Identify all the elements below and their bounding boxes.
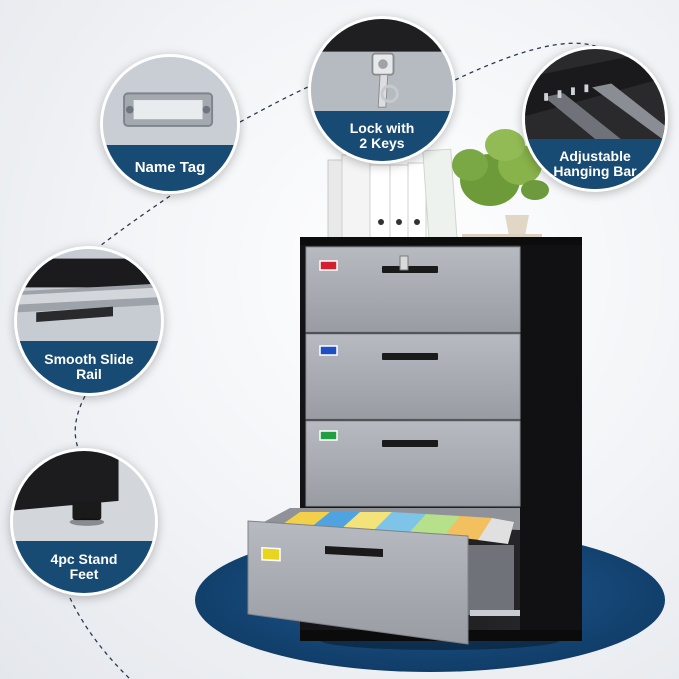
drawer-4-handle <box>325 546 383 557</box>
drawer-3 <box>305 420 521 507</box>
hanging-files <box>280 512 514 544</box>
drawer-3-handle <box>382 440 438 447</box>
callout-name-tag: Name Tag <box>100 54 240 194</box>
callout-lock: Lock with 2 Keys <box>308 16 456 164</box>
feet-label-line2: Feet <box>69 566 99 582</box>
drawer-2-label <box>319 345 338 356</box>
slide-rail-label-line2: Rail <box>76 366 102 382</box>
feet-label-line1: 4pc Stand <box>50 550 118 567</box>
drawer-2 <box>305 333 521 420</box>
lock-label-line2: 2 Keys <box>359 135 405 151</box>
connector-lines <box>69 42 601 679</box>
drawer-1-label <box>319 260 338 271</box>
lock-cylinder <box>399 255 409 271</box>
slide-rail-label-line1: Smooth Slide <box>44 350 134 367</box>
drawer-4-open <box>247 508 520 645</box>
drawer-3-label <box>319 430 338 441</box>
lock-label-line1: Lock with <box>349 119 415 136</box>
hanging-bar-label-line1: Adjustable <box>559 147 631 164</box>
callout-stand-feet: 4pc Stand Feet <box>10 448 158 596</box>
drawer-1-handle <box>382 266 438 273</box>
callout-slide-rail: Smooth Slide Rail <box>14 246 164 396</box>
drawer-2-handle <box>382 353 438 360</box>
drawer-1 <box>305 246 521 333</box>
callout-hanging-bar: Adjustable Hanging Bar <box>522 46 668 192</box>
name-tag-label: Name Tag <box>134 158 206 176</box>
drawer-4-label <box>261 546 281 562</box>
hanging-bar-label-line2: Hanging Bar <box>553 163 637 179</box>
